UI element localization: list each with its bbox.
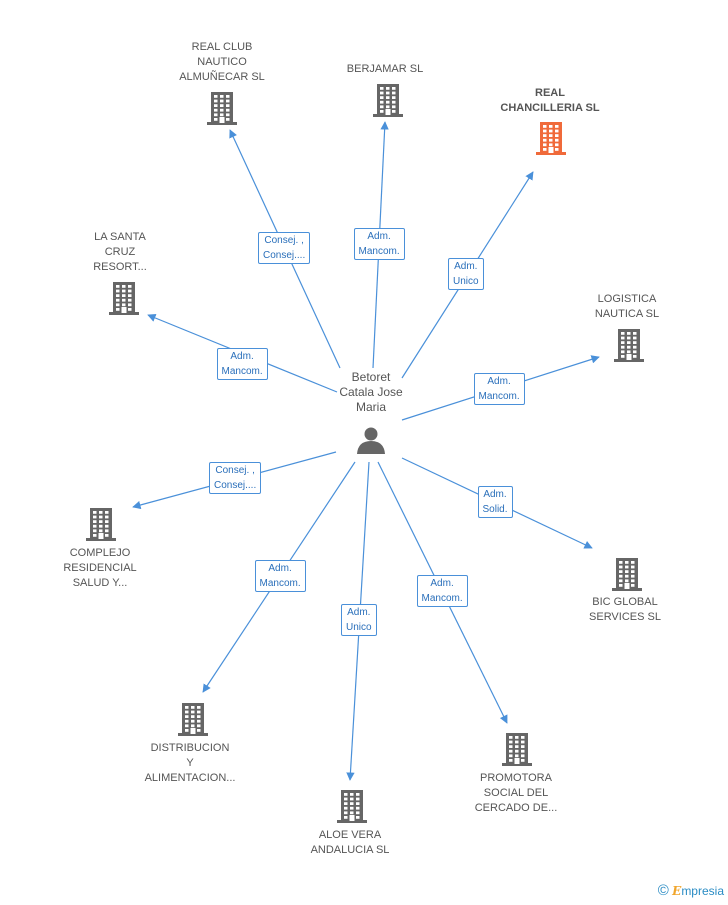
role-badge-distribucion[interactable]: Adm.Mancom.: [254, 560, 306, 592]
building-icon[interactable]: [536, 122, 566, 155]
building-icon[interactable]: [614, 329, 644, 362]
role-badge-berjamar[interactable]: Adm.Mancom.: [353, 228, 405, 260]
footer-brand: © Empresia: [658, 882, 724, 899]
role-badge-la-santa-cruz[interactable]: Adm.Mancom.: [216, 348, 268, 380]
company-label-berjamar[interactable]: BERJAMAR SL: [346, 63, 424, 75]
role-badge-promotora[interactable]: Adm.Mancom.: [416, 575, 468, 607]
role-badge-bic-global[interactable]: Adm.Solid.: [477, 486, 513, 518]
role-badge-real-club[interactable]: Consej. ,Consej....: [258, 232, 311, 264]
copyright-symbol: ©: [657, 882, 669, 899]
brand-logo-letter: E: [672, 884, 682, 898]
role-badge-aloe-vera[interactable]: Adm.Unico: [341, 604, 377, 636]
building-icon[interactable]: [86, 508, 116, 541]
building-icon[interactable]: [207, 92, 237, 125]
role-badge-complejo-residencial[interactable]: Consej. ,Consej....: [209, 462, 262, 494]
building-icon[interactable]: [612, 558, 642, 591]
person-icon[interactable]: [357, 427, 385, 455]
role-badge-logistica-nautica[interactable]: Adm.Mancom.: [473, 373, 525, 405]
center-person-label: Betoret Catala Jose Maria: [339, 370, 403, 414]
building-icon[interactable]: [502, 733, 532, 766]
brand-logo-text: mpresia: [681, 884, 724, 898]
role-badge-real-chancilleria[interactable]: Adm.Unico: [448, 258, 484, 290]
building-icon[interactable]: [178, 703, 208, 736]
building-icon[interactable]: [373, 84, 403, 117]
building-icon[interactable]: [109, 282, 139, 315]
building-icon[interactable]: [337, 790, 367, 823]
